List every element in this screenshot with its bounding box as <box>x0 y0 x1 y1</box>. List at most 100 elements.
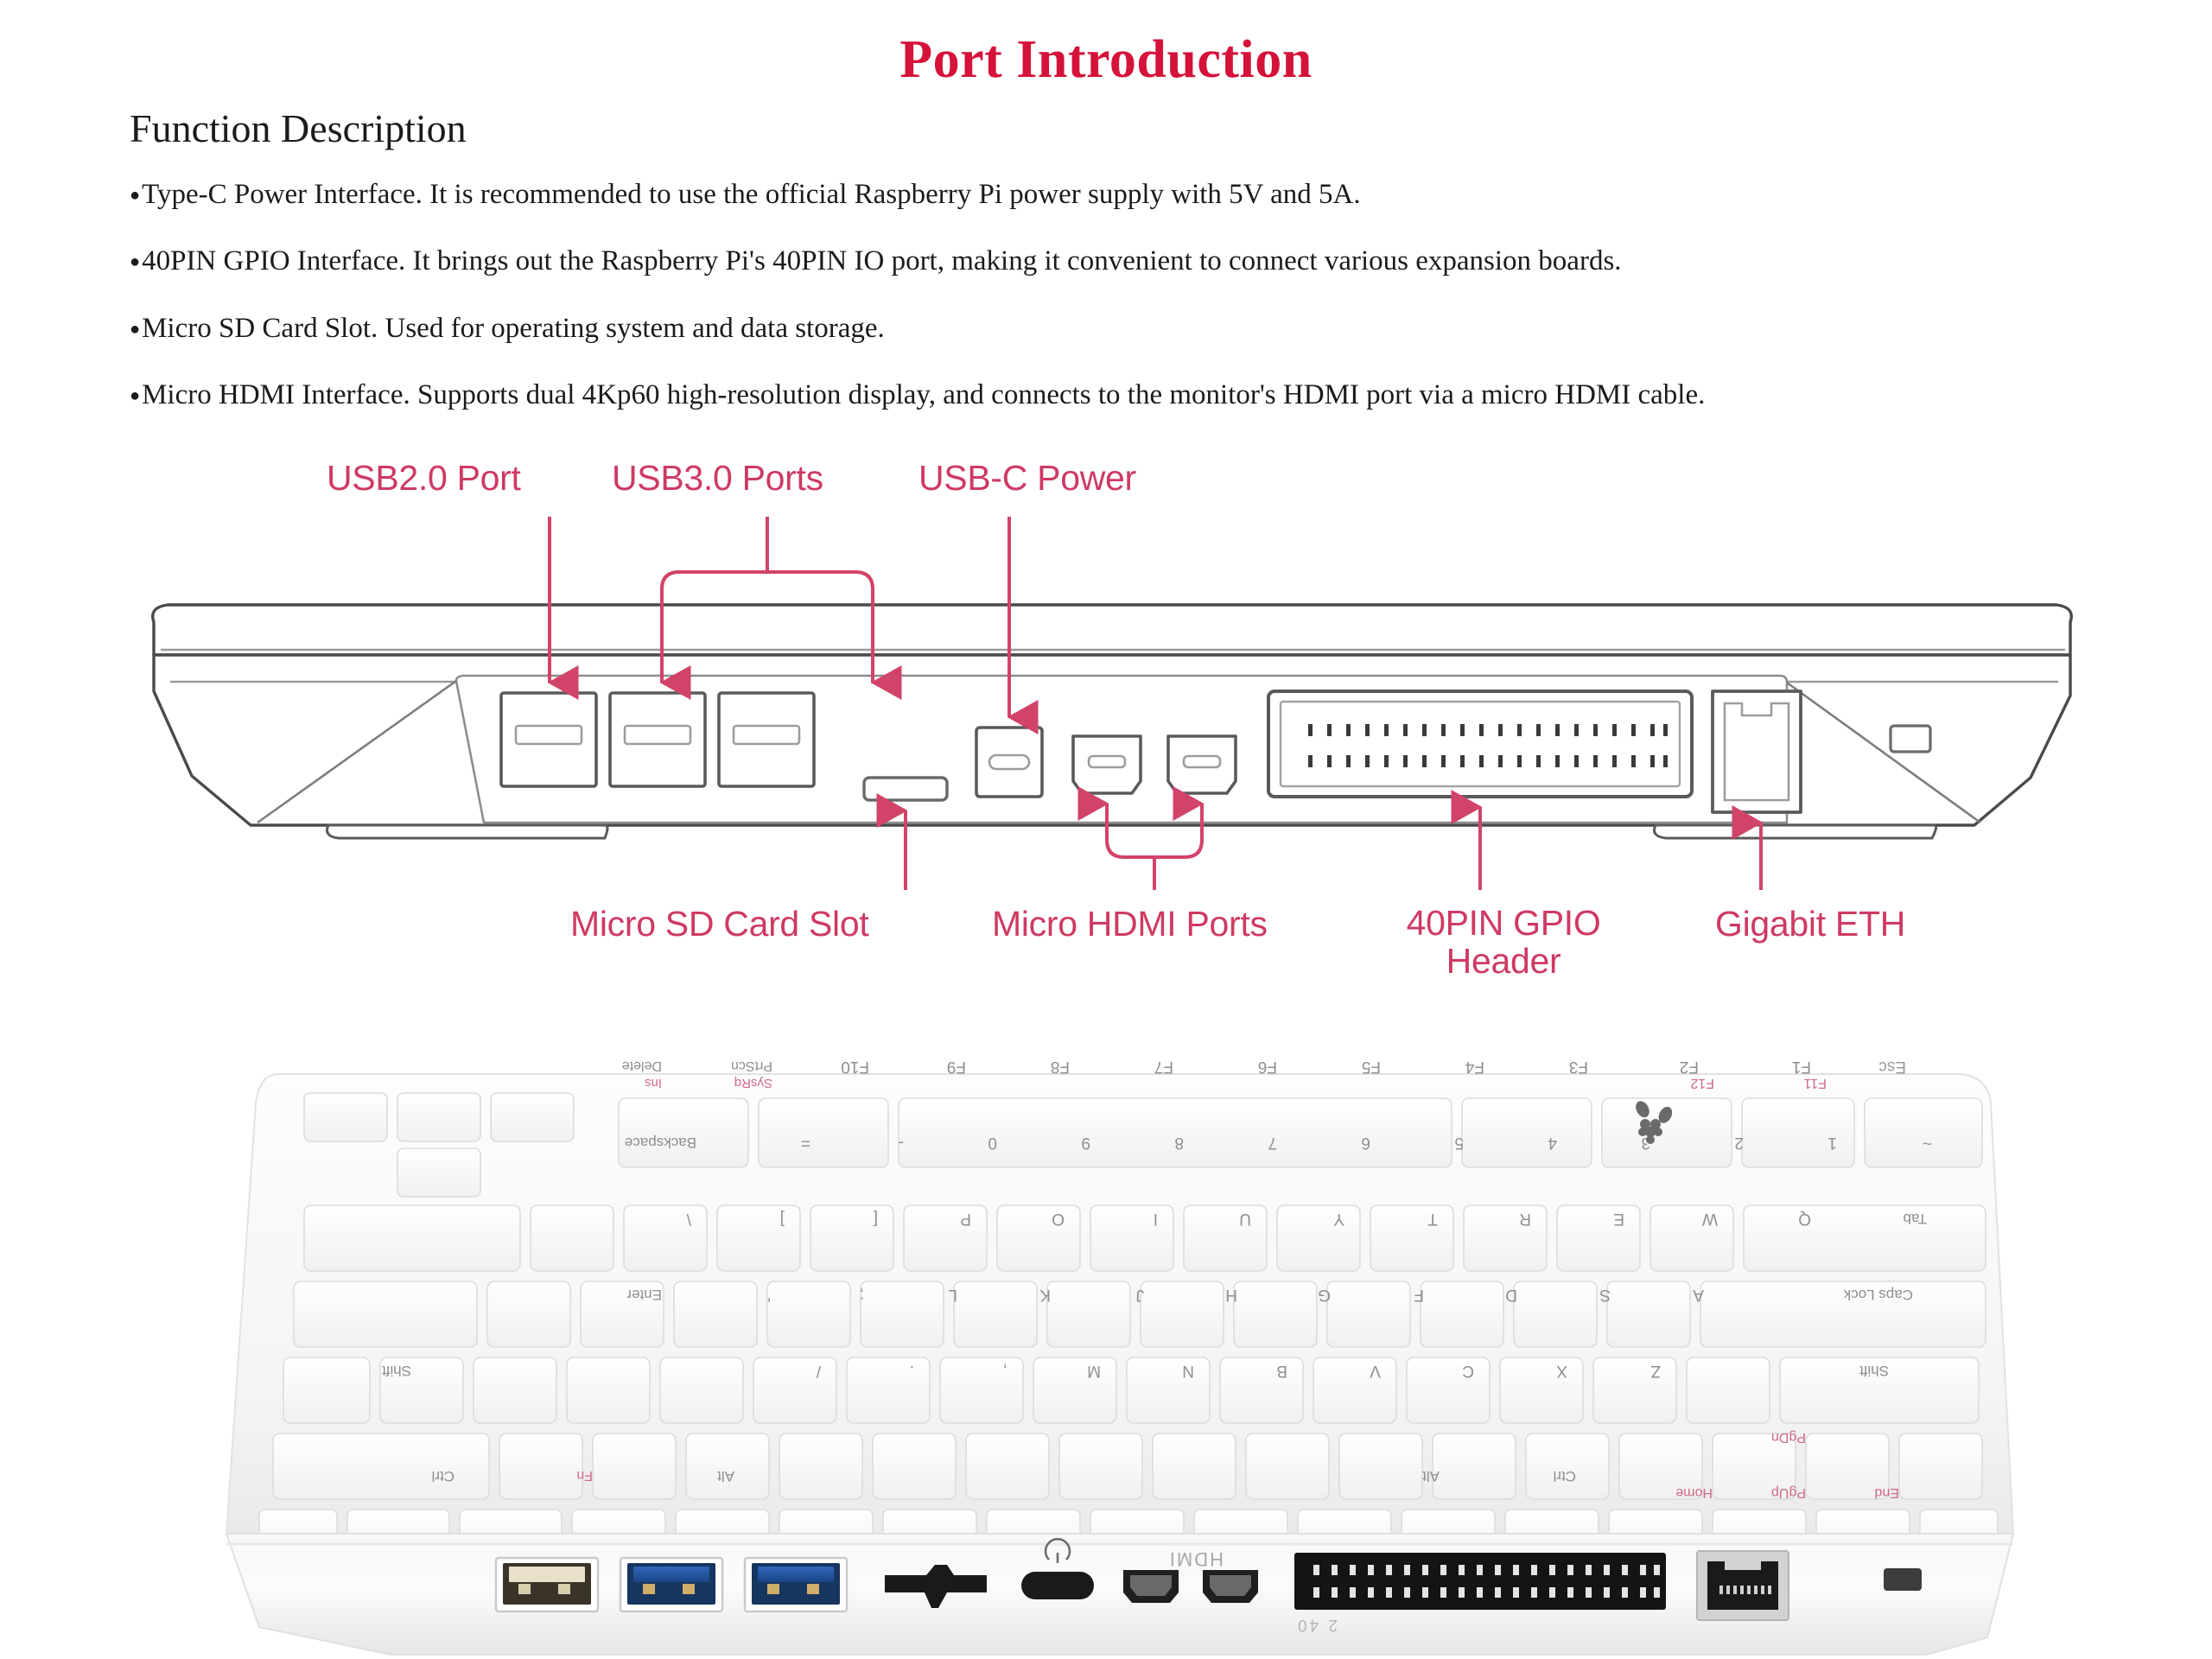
svg-text:7: 7 <box>1268 1134 1277 1152</box>
photo-usb2-port <box>494 1556 600 1613</box>
svg-text:X: X <box>1556 1362 1567 1380</box>
svg-text:Fn: Fn <box>576 1468 593 1483</box>
label-gpio-line1: 40PIN GPIO <box>1406 903 1601 943</box>
label-gpio-header: 40PIN GPIO Header <box>1387 904 1620 981</box>
svg-text:Esc: Esc <box>1878 1058 1906 1076</box>
svg-text:Alt: Alt <box>1422 1468 1440 1484</box>
label-gigabit-eth: Gigabit ETH <box>1715 904 1905 944</box>
svg-text:8: 8 <box>1174 1134 1184 1152</box>
section-heading: Function Description <box>130 106 467 150</box>
svg-text:~: ~ <box>1923 1134 1932 1152</box>
leader-usb30-bracket <box>660 570 874 590</box>
label-usb30-ports: USB3.0 Ports <box>612 458 823 498</box>
lock-slot-port <box>1889 724 1932 753</box>
leader-hdmi-bracket <box>1105 839 1204 859</box>
leader-lines <box>547 517 1764 890</box>
keyboard-row-asdf <box>293 1281 1986 1348</box>
svg-text:Tab: Tab <box>1904 1211 1927 1227</box>
svg-text:F: F <box>1414 1286 1424 1304</box>
svg-text:F4: F4 <box>1465 1058 1484 1076</box>
label-micro-hdmi-ports: Micro HDMI Ports <box>992 904 1268 944</box>
svg-text:Y: Y <box>1333 1210 1344 1228</box>
svg-text:S: S <box>1599 1286 1611 1304</box>
function-description-list: Type-C Power Interface. It is recommende… <box>130 177 2074 444</box>
photo-lock-slot <box>1884 1568 1922 1591</box>
svg-text:Ins: Ins <box>645 1076 662 1090</box>
svg-text:2: 2 <box>1734 1134 1744 1152</box>
svg-text:E: E <box>1613 1210 1624 1228</box>
svg-text:V: V <box>1370 1362 1381 1380</box>
svg-text:F11: F11 <box>1804 1076 1827 1090</box>
svg-text:U: U <box>1239 1210 1251 1228</box>
svg-text:F12: F12 <box>1690 1076 1714 1090</box>
svg-text:T: T <box>1427 1210 1438 1228</box>
svg-text:=: = <box>801 1134 810 1152</box>
svg-text:F2: F2 <box>1680 1058 1699 1076</box>
svg-text:5: 5 <box>1454 1134 1464 1152</box>
hdmi-silkscreen-text: HDMI <box>1168 1548 1224 1570</box>
label-usbc-power: USB-C Power <box>918 458 1136 498</box>
svg-text:SysRq: SysRq <box>734 1076 772 1090</box>
keyboard-row-numbers <box>272 1433 1983 1500</box>
svg-text:F7: F7 <box>1154 1058 1173 1076</box>
svg-text:,: , <box>1003 1362 1007 1380</box>
svg-text:F8: F8 <box>1051 1058 1070 1076</box>
label-microsd-card-slot: Micro SD Card Slot <box>570 904 869 944</box>
svg-text:D: D <box>1505 1286 1517 1304</box>
svg-text:M: M <box>1087 1362 1101 1380</box>
svg-text:9: 9 <box>1081 1134 1090 1152</box>
svg-text:PgUp: PgUp <box>1771 1485 1806 1500</box>
svg-text:Z: Z <box>1650 1362 1661 1380</box>
keyboard-row-nav <box>303 1092 1983 1198</box>
ethernet-rj45-port <box>1711 690 1802 814</box>
svg-text:[: [ <box>873 1210 878 1228</box>
svg-text:0: 0 <box>988 1134 997 1152</box>
svg-text:.: . <box>910 1362 914 1380</box>
svg-text:F9: F9 <box>947 1058 966 1076</box>
svg-text:': ' <box>767 1286 771 1304</box>
photo-usb3-port-2 <box>743 1556 849 1613</box>
list-item: Micro HDMI Interface. Supports dual 4Kp6… <box>130 378 2074 413</box>
svg-text:Shift: Shift <box>1859 1363 1889 1379</box>
list-item: Micro SD Card Slot. Used for operating s… <box>130 311 2074 346</box>
svg-text:L: L <box>948 1286 957 1304</box>
list-item: Type-C Power Interface. It is recommende… <box>130 177 2074 213</box>
label-gpio-line2: Header <box>1446 941 1561 982</box>
svg-text:B: B <box>1276 1362 1287 1380</box>
svg-text:K: K <box>1039 1286 1051 1304</box>
svg-text:Q: Q <box>1798 1210 1811 1228</box>
svg-text:N: N <box>1182 1362 1194 1380</box>
svg-text:G: G <box>1318 1286 1331 1304</box>
svg-text:O: O <box>1052 1210 1065 1228</box>
photo-ethernet-rj45 <box>1696 1550 1789 1621</box>
svg-text:Backspace: Backspace <box>625 1135 696 1151</box>
svg-text:4: 4 <box>1548 1134 1557 1152</box>
svg-text:W: W <box>1702 1210 1718 1228</box>
svg-text:\: \ <box>686 1210 691 1228</box>
svg-text:C: C <box>1462 1362 1474 1380</box>
photo-usb3-port-1 <box>619 1556 724 1613</box>
keyboard-row-qwerty <box>283 1357 1980 1424</box>
svg-text:End: End <box>1875 1485 1899 1500</box>
keyboard-keys <box>258 1092 1999 1559</box>
svg-text:6: 6 <box>1361 1134 1370 1152</box>
microsd-slot-port <box>862 776 949 802</box>
svg-text:F5: F5 <box>1362 1058 1381 1076</box>
svg-text:J: J <box>1136 1286 1145 1304</box>
svg-text:F1: F1 <box>1792 1058 1811 1076</box>
photo-micro-hdmi-2 <box>1203 1570 1258 1603</box>
svg-text:Ctrl: Ctrl <box>432 1468 454 1484</box>
svg-text:A: A <box>1693 1286 1704 1304</box>
svg-text:-: - <box>899 1134 904 1152</box>
port-diagram: USB2.0 Port USB3.0 Ports USB-C Power Mic… <box>0 432 2212 1037</box>
svg-text:H: H <box>1225 1286 1237 1304</box>
gpio-silkscreen-text: 2 40 <box>1295 1616 1338 1634</box>
label-usb20-port: USB2.0 Port <box>327 458 521 498</box>
keyboard-row-zxcv <box>303 1205 1986 1272</box>
svg-text:R: R <box>1519 1210 1531 1228</box>
svg-text:F10: F10 <box>841 1058 869 1076</box>
svg-text:Alt: Alt <box>717 1468 734 1484</box>
